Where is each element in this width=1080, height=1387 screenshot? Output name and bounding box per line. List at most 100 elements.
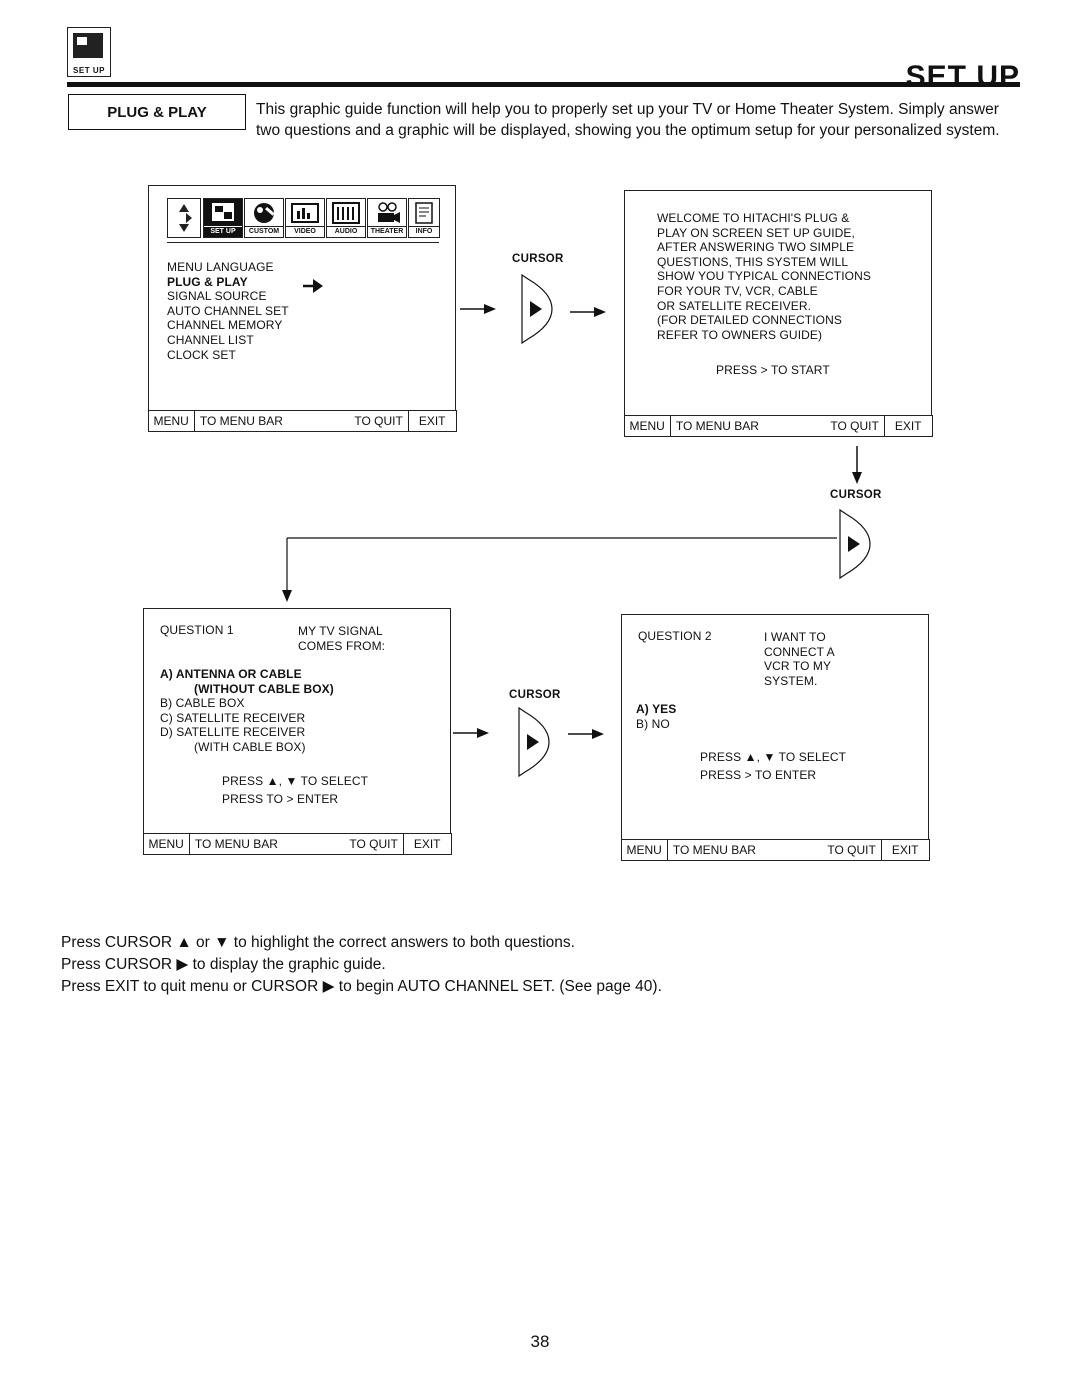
menu-item-channel-memory[interactable]: CHANNEL MEMORY [167,318,283,333]
question-2-hints: PRESS ▲, ▼ TO SELECT PRESS > TO ENTER [700,750,846,782]
menu-item-menu-language[interactable]: MENU LANGUAGE [167,260,274,274]
cursor-label: CURSOR [509,689,561,701]
option-satellite-with-cable[interactable]: D) SATELLITE RECEIVER [160,725,306,740]
setup-icon[interactable]: SET UP [203,198,243,238]
menu-item-clock-set[interactable]: CLOCK SET [167,347,236,362]
question-2-prompt: I WANT TO CONNECT A VCR TO MY SYSTEM. [764,630,835,688]
intro-line: two questions and a graphic will be disp… [256,122,1000,139]
menu-button[interactable]: MENU [625,416,671,436]
question-1-screen: QUESTION 1 MY TV SIGNAL COMES FROM: A) A… [142,608,452,855]
exit-button[interactable]: EXIT [418,414,446,428]
screen-menu-bar: MENU TO MENU BAR TO QUIT EXIT [620,839,930,861]
question-2-options: A) YES B) NO [636,702,676,731]
exit-button[interactable]: EXIT [413,837,441,851]
question-1-prompt: MY TV SIGNAL COMES FROM: [298,624,385,653]
question-1-label: QUESTION 1 [160,623,234,637]
page-number: 38 [530,1332,550,1351]
menu-button[interactable]: MENU [144,834,190,854]
instructions: Press CURSOR ▲ or ▼ to highlight the cor… [61,932,662,998]
prompt-line: COMES FROM: [298,638,386,653]
icon-label: THEATER [368,226,406,237]
option-no[interactable]: B) NO [636,716,670,731]
question-1-hints: PRESS ▲, ▼ TO SELECT PRESS TO > ENTER [222,774,368,806]
cursor-right-button-icon [521,273,553,345]
to-quit-label: TO QUIT [822,840,882,860]
press-enter-hint: PRESS TO > ENTER [222,791,339,806]
welcome-line: PLAY ON SCREEN SET UP GUIDE, [657,225,855,240]
to-quit-label: TO QUIT [349,411,409,431]
welcome-text: WELCOME TO HITACHI'S PLUG & PLAY ON SCRE… [657,211,871,342]
option-satellite-sub: (WITH CABLE BOX) [194,739,306,754]
to-menu-bar-label: TO MENU BAR [199,414,283,428]
welcome-screen: WELCOME TO HITACHI'S PLUG & PLAY ON SCRE… [623,190,933,437]
video-icon[interactable]: VIDEO [285,198,325,238]
question-2-label: QUESTION 2 [638,629,712,643]
question-1-options: A) ANTENNA OR CABLE (WITHOUT CABLE BOX) … [160,667,334,755]
icon-label: CUSTOM [245,226,283,237]
question-2-screen: QUESTION 2 I WANT TO CONNECT A VCR TO MY… [620,614,930,861]
flow-arrow-icon [453,728,489,738]
flow-arrow-icon [460,304,496,314]
to-quit-label: TO QUIT [344,834,404,854]
intro-line: This graphic guide function will help yo… [256,101,999,118]
press-enter-hint: PRESS > TO ENTER [700,767,817,782]
option-cable-box[interactable]: B) CABLE BOX [160,696,245,711]
audio-icon[interactable]: AUDIO [326,198,366,238]
welcome-line: OR SATELLITE RECEIVER. [657,298,812,313]
icon-label: AUDIO [327,226,365,237]
icon-strip-rule [167,242,439,243]
menu-item-auto-channel-set[interactable]: AUTO CHANNEL SET [167,303,289,318]
to-menu-bar-label: TO MENU BAR [675,419,759,433]
setup-menu-list: MENU LANGUAGE PLUG & PLAY SIGNAL SOURCE … [167,260,289,362]
logo-label: SET UP [73,66,105,75]
welcome-line: SHOW YOU TYPICAL CONNECTIONS [657,269,871,284]
screen-menu-bar: MENU TO MENU BAR TO QUIT EXIT [147,410,457,432]
page-title: SET UP [905,60,1020,93]
screen-menu-bar: MENU TO MENU BAR TO QUIT EXIT [142,833,452,855]
welcome-line: AFTER ANSWERING TWO SIMPLE [657,240,855,255]
instruction-line: Press EXIT to quit menu or CURSOR ▶ to b… [61,978,662,995]
option-antenna-or-cable[interactable]: A) ANTENNA OR CABLE [160,667,302,681]
option-antenna-sub: (WITHOUT CABLE BOX) [194,681,334,696]
setup-menu-screen: SET UP CUSTOM VIDEO AUDIO THEATER INFO M… [147,185,457,432]
header-rule [67,82,1020,87]
flow-arrow-down-icon [852,446,862,484]
press-start-hint: PRESS > TO START [716,363,830,377]
exit-button[interactable]: EXIT [891,843,919,857]
cursor-label: CURSOR [512,253,564,265]
menu-item-channel-list[interactable]: CHANNEL LIST [167,332,254,347]
welcome-line: QUESTIONS, THIS SYSTEM WILL [657,254,849,269]
info-icon[interactable]: INFO [408,198,440,238]
prompt-line: VCR TO MY [764,659,832,674]
screen-menu-bar: MENU TO MENU BAR TO QUIT EXIT [623,415,933,437]
setup-logo-icon: SET UP [67,27,111,77]
cursor-label: CURSOR [830,489,882,501]
selection-arrow-icon [303,279,323,293]
exit-button[interactable]: EXIT [894,419,922,433]
tv-icon [73,33,103,58]
instruction-line: Press CURSOR ▲ or ▼ to highlight the cor… [61,934,575,951]
icon-label: VIDEO [286,226,324,237]
flow-connector-line [282,537,837,602]
prompt-line: CONNECT A [764,644,835,659]
menu-icon-strip: SET UP CUSTOM VIDEO AUDIO THEATER INFO [167,198,440,238]
menu-button[interactable]: MENU [149,411,195,431]
option-yes[interactable]: A) YES [636,702,677,716]
prompt-line: MY TV SIGNAL [298,624,383,638]
menu-item-plug-play[interactable]: PLUG & PLAY [167,274,248,289]
instruction-line: Press CURSOR ▶ to display the graphic gu… [61,956,386,973]
welcome-line: FOR YOUR TV, VCR, CABLE [657,283,818,298]
prompt-line: I WANT TO [764,630,826,644]
press-select-hint: PRESS ▲, ▼ TO SELECT [222,774,369,788]
menu-button[interactable]: MENU [622,840,668,860]
custom-icon[interactable]: CUSTOM [244,198,284,238]
icon-label: INFO [409,226,439,237]
flow-arrow-icon [568,729,604,739]
option-satellite-receiver[interactable]: C) SATELLITE RECEIVER [160,710,306,725]
flow-arrow-icon [570,307,606,317]
theater-icon[interactable]: THEATER [367,198,407,238]
menu-nav-arrows-icon [167,198,201,238]
icon-label: SET UP [204,226,242,237]
menu-item-signal-source[interactable]: SIGNAL SOURCE [167,289,267,304]
cursor-right-button-icon [518,706,550,778]
